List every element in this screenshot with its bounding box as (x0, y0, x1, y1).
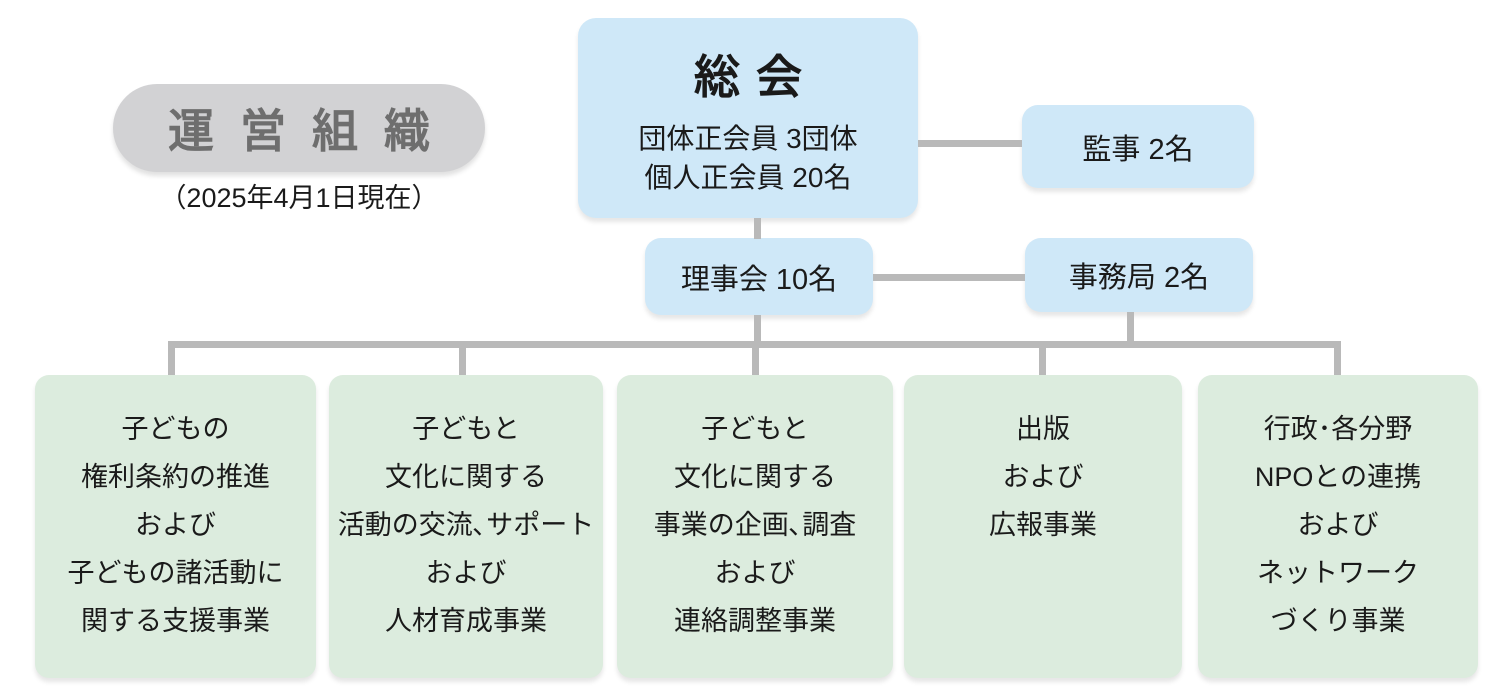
auditors-label: 監事 2名 (1082, 133, 1194, 166)
connector-drop-dept-1 (168, 341, 175, 377)
general-assembly-members: 団体正会員 3団体 個人正会員 20名 (638, 123, 858, 193)
connector-board-secretariat (873, 274, 1025, 281)
general-assembly-title: 総会 (694, 51, 818, 103)
connector-drop-dept-2 (459, 341, 466, 377)
page-title: 運営組織 (168, 105, 456, 157)
connector-secretariat-to-bus (1127, 312, 1134, 344)
node-general-assembly: 総会 団体正会員 3団体 個人正会員 20名 (578, 18, 918, 218)
dept-planning-coordination: 子どもと 文化に関する 事業の企画､調査 および 連絡調整事業 (617, 375, 893, 678)
dept-networking: 行政･各分野 NPOとの連携 および ネットワーク づくり事業 (1198, 375, 1478, 678)
connector-drop-dept-5 (1334, 341, 1341, 377)
node-secretariat: 事務局 2名 (1025, 238, 1253, 312)
node-board-of-directors: 理事会 10名 (645, 238, 873, 315)
connector-drop-dept-3 (752, 341, 759, 377)
node-auditors: 監事 2名 (1022, 105, 1254, 188)
connector-assembly-board (754, 218, 761, 239)
connector-board-to-bus (754, 315, 761, 344)
page-title-badge: 運営組織 (113, 84, 485, 172)
connector-assembly-auditors (918, 140, 1022, 147)
board-label: 理事会 10名 (680, 263, 838, 296)
as-of-date: （2025年4月1日現在） (159, 183, 439, 213)
dept-exchange-training: 子どもと 文化に関する 活動の交流､サポート および 人材育成事業 (329, 375, 603, 678)
dept-rights-support: 子どもの 権利条約の推進 および 子どもの諸活動に 関する支援事業 (35, 375, 316, 678)
secretariat-label: 事務局 2名 (1068, 262, 1210, 294)
connector-drop-dept-4 (1039, 341, 1046, 377)
dept-publishing-pr: 出版 および 広報事業 (904, 375, 1182, 678)
